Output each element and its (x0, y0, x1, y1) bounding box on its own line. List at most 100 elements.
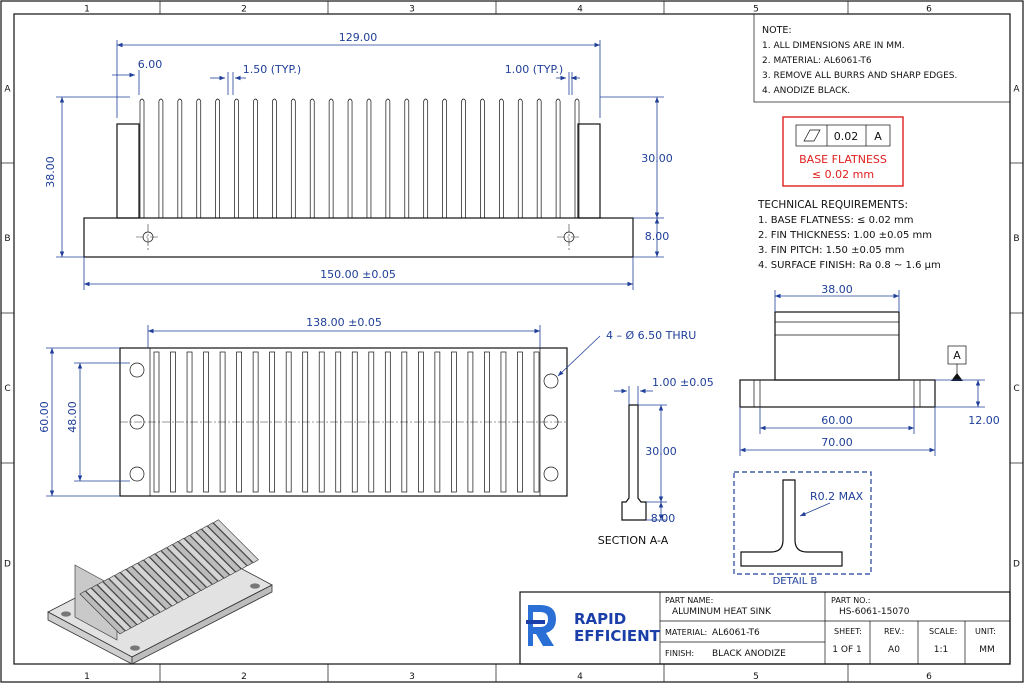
fin (253, 98, 258, 218)
zone-row-label: B (1013, 234, 1019, 244)
fin-slot (269, 351, 276, 493)
flatness-label: BASE FLATNESS (799, 153, 887, 166)
front-holes (136, 224, 581, 250)
iso-fin (149, 553, 196, 598)
fin-slot (252, 351, 259, 493)
dim-6: 6.00 (138, 58, 163, 71)
fin (290, 98, 296, 218)
iso-fin (154, 550, 201, 595)
iso-fin (172, 541, 219, 585)
iso-fin (120, 568, 167, 613)
fin-slot (434, 351, 441, 493)
datum-a-box: A (953, 349, 961, 362)
fin-slot (517, 351, 523, 493)
side-inner-w: 60.00 (821, 414, 853, 427)
fin-slot (351, 351, 358, 493)
fin (461, 98, 466, 218)
fin-slot (285, 351, 292, 493)
front-fins (139, 98, 580, 218)
material-label: MATERIAL: (665, 628, 707, 637)
dim-150: 150.00 ±0.05 (320, 268, 396, 281)
fin (347, 98, 353, 218)
dim-60: 60.00 (38, 401, 51, 433)
tech-2: 2. FIN THICKNESS: 1.00 ±0.05 mm (758, 230, 932, 241)
fin (442, 98, 447, 218)
flatness-datum: A (874, 130, 882, 143)
iso-fin (114, 572, 161, 616)
zone-col-label: 1 (84, 5, 90, 15)
dim-1-00: 1.00 (TYP.) (505, 63, 563, 76)
note-2: 2. MATERIAL: AL6061-T6 (762, 56, 872, 66)
fin (215, 98, 221, 218)
fin-slot (384, 351, 391, 493)
zone-row-label: A (1013, 85, 1020, 95)
iso-fin (183, 534, 230, 579)
scale: 1:1 (934, 645, 948, 655)
note-1: 1. ALL DIMENSIONS ARE IN MM. (762, 41, 905, 51)
dim-129: 129.00 (339, 31, 378, 44)
tech-3: 3. FIN PITCH: 1.50 ±0.05 mm (758, 245, 904, 256)
title-block: RAPID EFFICIENT PART NAME: ALUMINUM HEAT… (519, 591, 1011, 665)
logo-bottom: EFFICIENT (574, 627, 661, 645)
iso-fin (125, 565, 172, 610)
rev-label: REV.: (884, 627, 904, 636)
flatness-value: 0.02 (834, 130, 859, 143)
flatness-icon (803, 129, 821, 142)
fin-slot (368, 351, 375, 493)
zone-row-label: A (4, 85, 11, 95)
fin (139, 98, 145, 218)
sec-fin-h: 30.00 (645, 445, 677, 458)
part-no: HS-6061-15070 (839, 607, 910, 617)
zone-row-label: C (4, 384, 10, 394)
fin (385, 98, 391, 218)
fin (423, 98, 429, 218)
flatness-callout: 0.02 A BASE FLATNESS ≤ 0.02 mm (782, 116, 904, 187)
zone-row-label: C (1013, 384, 1019, 394)
top-view: 138.00 ±0.05 4 – Ø 6.50 THRU 60.00 48.00 (38, 316, 696, 497)
fin-slot (219, 351, 226, 493)
iso-fin (143, 556, 190, 601)
side-outer-w: 70.00 (821, 436, 853, 449)
fin (177, 98, 183, 218)
side-view: 38.00 A 60.00 70.00 12.00 (739, 283, 1000, 456)
right-shoulder (577, 123, 601, 219)
fin-slot (153, 351, 160, 493)
note-3: 3. REMOVE ALL BURRS AND SHARP EDGES. (762, 71, 957, 81)
logo: RAPID EFFICIENT (526, 605, 661, 646)
isometric-view (47, 519, 273, 665)
fin (404, 98, 410, 218)
zone-col-label: 4 (577, 672, 583, 682)
iso-fin (131, 562, 178, 607)
fin (309, 98, 315, 218)
fin-slot (335, 351, 342, 493)
top-fins (153, 351, 540, 493)
dim-8: 8.00 (645, 230, 670, 243)
iso-fin (137, 559, 184, 604)
iso-fin (79, 590, 126, 635)
left-shoulder (116, 123, 140, 219)
zone-col-label: 6 (926, 672, 932, 682)
fin (480, 98, 485, 218)
side-h: 12.00 (968, 414, 1000, 427)
fin (272, 98, 277, 218)
iso-fin (178, 537, 225, 582)
zone-row-label: B (4, 234, 10, 244)
iso-fin (91, 584, 138, 629)
fin (574, 98, 580, 218)
dim-1-50: 1.50 (TYP.) (243, 63, 301, 76)
fin (536, 98, 542, 218)
iso-fin (189, 531, 236, 576)
dim-38: 38.00 (44, 156, 57, 188)
zone-row-label: D (1013, 560, 1020, 570)
iso-fin (102, 578, 149, 622)
sheet: 1 OF 1 (832, 645, 861, 655)
fin (555, 98, 561, 218)
detail-label: DETAIL B (773, 576, 818, 587)
iso-fin (96, 581, 143, 626)
sec-thk: 1.00 ±0.05 (652, 376, 714, 389)
fin-slot (203, 351, 209, 493)
logo-top: RAPID (574, 610, 626, 628)
fin-slot (484, 351, 490, 493)
fin-slot (186, 351, 193, 493)
